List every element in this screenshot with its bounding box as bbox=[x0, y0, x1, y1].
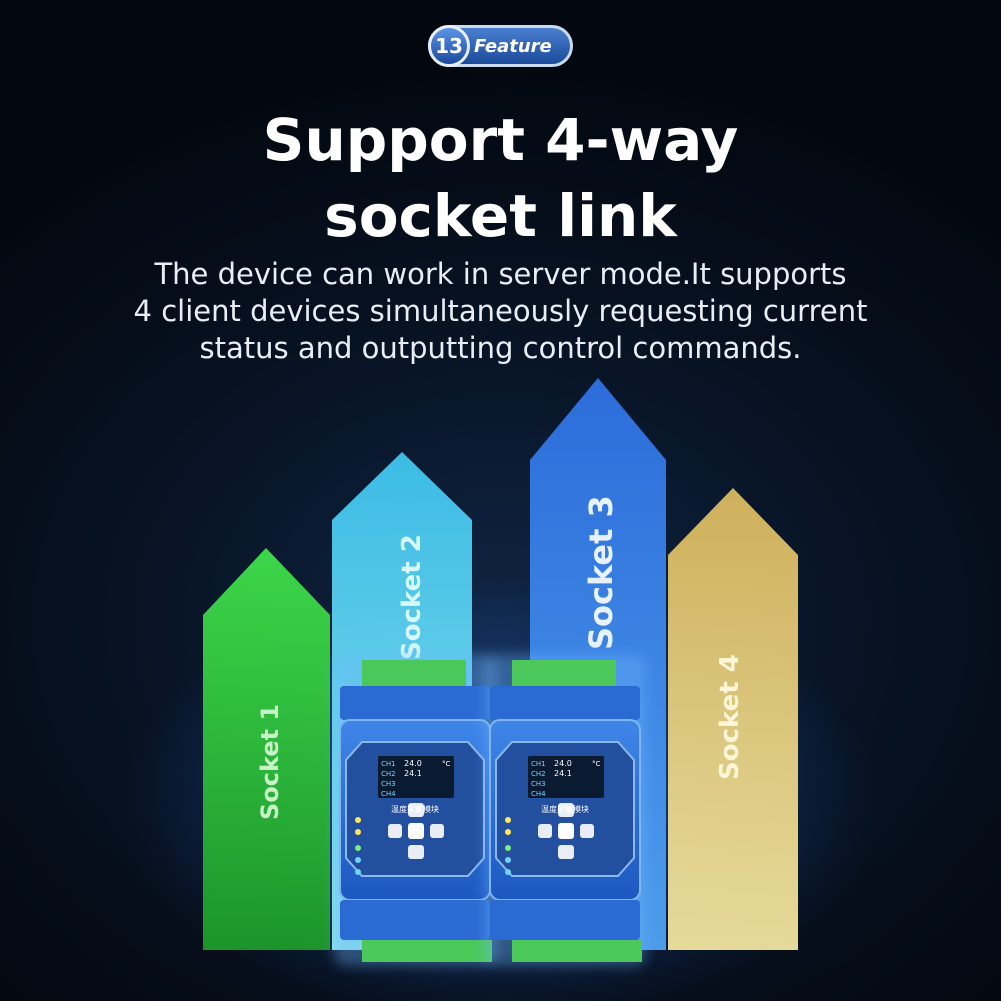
top-terminal-block bbox=[512, 660, 616, 686]
socket-4-arrow bbox=[668, 488, 798, 950]
svg-text:CH1: CH1 bbox=[381, 760, 396, 768]
svg-text:°C: °C bbox=[592, 760, 601, 768]
socket-2-label: Socket 2 bbox=[397, 534, 427, 660]
svg-text:CH1: CH1 bbox=[531, 760, 546, 768]
headline-line-2: socket link bbox=[324, 182, 677, 250]
lcd-display bbox=[378, 756, 454, 798]
svg-text:24.0: 24.0 bbox=[404, 759, 422, 768]
socket-1-label: Socket 1 bbox=[256, 704, 284, 820]
top-terminal-block bbox=[362, 660, 466, 686]
feature-label: Feature bbox=[474, 35, 552, 57]
svg-text:24.1: 24.1 bbox=[554, 769, 572, 778]
bottom-terminal-block bbox=[512, 940, 642, 962]
description: The device can work in server mode.It su… bbox=[0, 256, 1001, 367]
description-line-3: status and outputting control commands. bbox=[199, 331, 802, 365]
svg-text:24.0: 24.0 bbox=[554, 759, 572, 768]
socket-4-label: Socket 4 bbox=[715, 654, 745, 780]
description-line-2: 4 client devices simultaneously requesti… bbox=[133, 294, 868, 328]
socket-1-arrow bbox=[203, 548, 330, 950]
svg-text:CH4: CH4 bbox=[531, 790, 546, 798]
socket-3-label: Socket 3 bbox=[582, 495, 620, 650]
svg-text:°C: °C bbox=[442, 760, 451, 768]
bottom-terminal-block bbox=[362, 940, 492, 962]
svg-text:CH4: CH4 bbox=[381, 790, 396, 798]
svg-text:CH2: CH2 bbox=[381, 770, 396, 778]
headline-line-1: Support 4-way bbox=[262, 106, 739, 174]
feature-badge: 13 Feature bbox=[428, 25, 573, 67]
confirm-button bbox=[408, 823, 424, 839]
confirm-button bbox=[558, 823, 574, 839]
module-left: CH1 CH2 CH3 CH4 24.0 24.1 °C 温度采集模块 bbox=[334, 654, 496, 966]
svg-text:24.1: 24.1 bbox=[404, 769, 422, 778]
svg-text:CH3: CH3 bbox=[381, 780, 396, 788]
module-right: CH1 CH2 CH3 CH4 24.0 24.1 °C 温度采集模块 bbox=[484, 654, 646, 966]
svg-text:CH3: CH3 bbox=[531, 780, 546, 788]
description-line-1: The device can work in server mode.It su… bbox=[154, 257, 847, 291]
lcd-display bbox=[528, 756, 604, 798]
svg-text:CH2: CH2 bbox=[531, 770, 546, 778]
feature-number: 13 bbox=[428, 25, 470, 67]
